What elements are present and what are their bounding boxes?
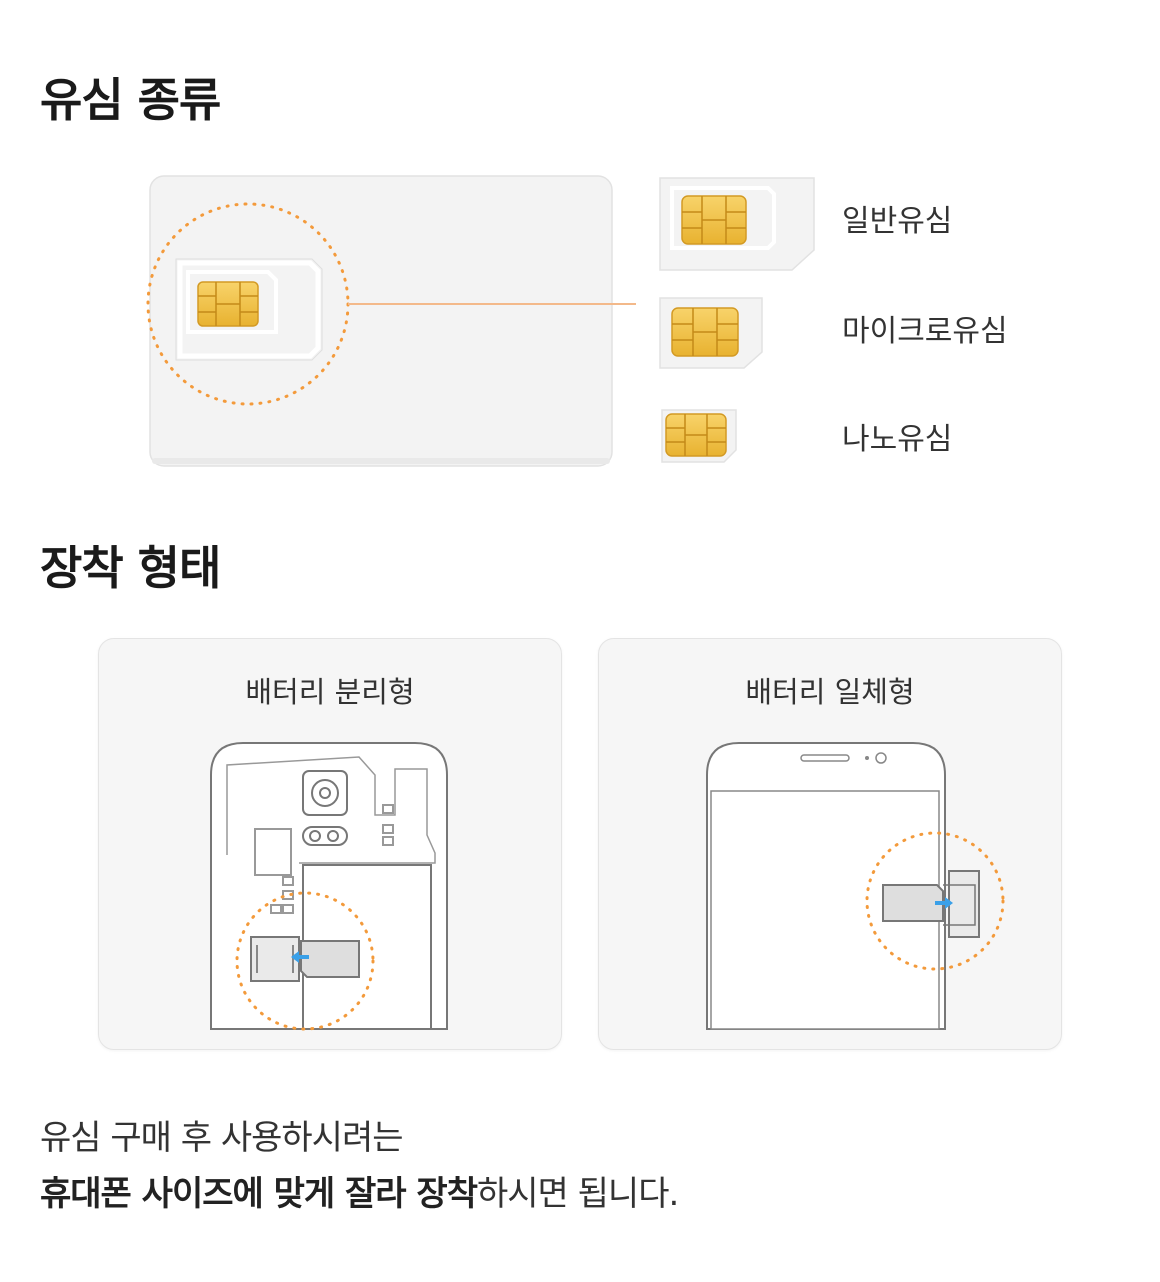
sim-types-title: 유심 종류	[40, 73, 221, 127]
footer-line-2: 휴대폰 사이즈에 맞게 잘라 장착하시면 됩니다.	[40, 1166, 679, 1215]
micro-sim-icon	[659, 297, 763, 369]
regular-sim-label: 일반유심	[842, 204, 953, 239]
mount-types-title: 장착 형태	[40, 541, 221, 595]
full-sim-card-illustration	[146, 175, 636, 467]
footer-line-1: 유심 구매 후 사용하시려는	[40, 1118, 404, 1158]
integrated-battery-label: 배터리 일체형	[745, 675, 915, 709]
integrated-battery-panel: 배터리 일체형	[598, 638, 1062, 1050]
removable-battery-panel: 배터리 분리형	[98, 638, 562, 1050]
nano-sim-label: 나노유심	[842, 422, 953, 457]
footer-line-2-rest: 하시면 됩니다.	[477, 1174, 679, 1214]
integrated-battery-phone-illustration	[706, 742, 1005, 1030]
removable-battery-phone-illustration	[210, 742, 448, 1031]
regular-sim-icon	[659, 177, 815, 271]
nano-sim-icon	[661, 409, 737, 463]
micro-sim-label: 마이크로유심	[842, 314, 1008, 349]
removable-battery-label: 배터리 분리형	[245, 675, 415, 709]
footer-line-2-emphasis: 휴대폰 사이즈에 맞게 잘라 장착	[40, 1174, 478, 1214]
